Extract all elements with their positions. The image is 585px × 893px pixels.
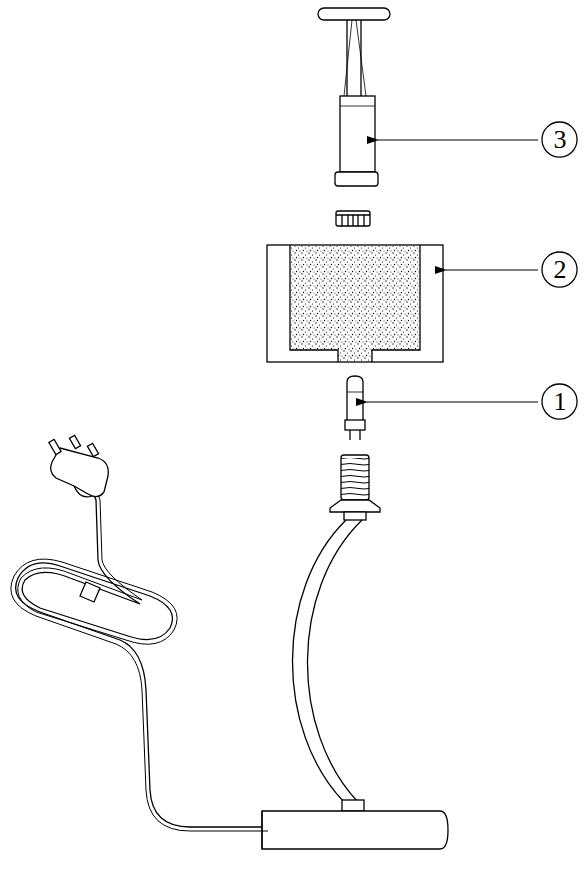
uk-plug (49, 435, 108, 497)
callout-number: 1 (553, 389, 566, 415)
callout-number: 2 (553, 257, 566, 283)
callout-number: 3 (553, 127, 566, 153)
callout-circle: 2 (541, 251, 578, 288)
leader-line (446, 269, 538, 270)
leader-lines (367, 140, 538, 402)
g9-bulb (345, 376, 365, 440)
lamp-base (262, 811, 448, 849)
curved-arm (292, 520, 364, 811)
leader-line (378, 139, 538, 140)
lamp-socket (330, 455, 380, 520)
nut (336, 211, 370, 226)
lamp-shade (267, 245, 443, 362)
top-fitting (318, 8, 390, 186)
callout-circle: 1 (541, 383, 578, 420)
callout-circle: 3 (541, 121, 578, 158)
power-cord (11, 478, 268, 831)
leader-line (367, 401, 538, 402)
